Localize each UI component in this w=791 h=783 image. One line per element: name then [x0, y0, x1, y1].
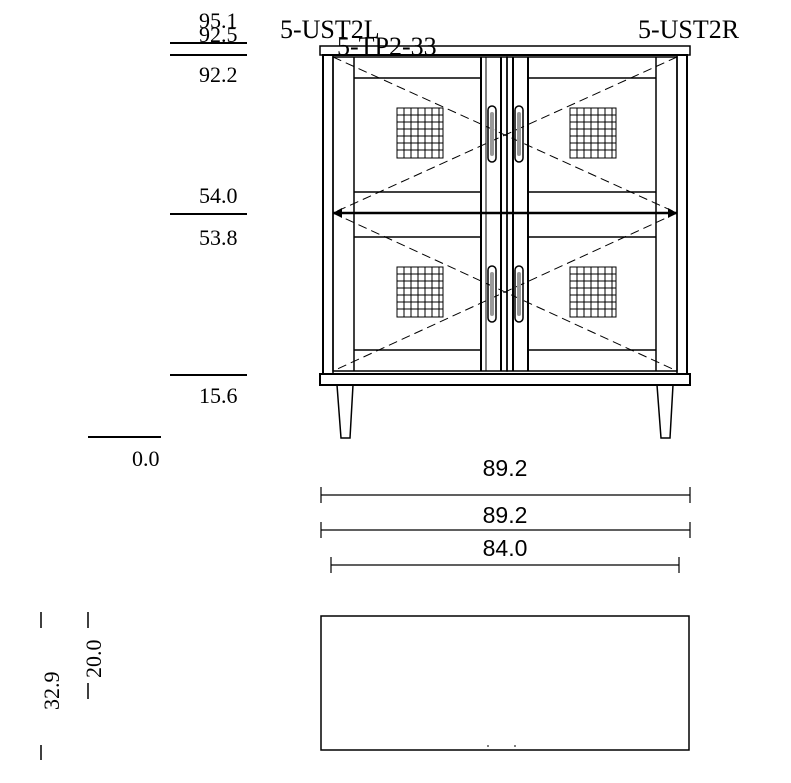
height-label-0-0: 0.0 [132, 446, 160, 471]
door-handles [487, 105, 524, 323]
width-label-top: 89.2 [483, 455, 528, 481]
code-label-left: 5-UST2L [280, 15, 380, 44]
mesh-panel-top-left [396, 107, 444, 159]
height-label-53-8: 53.8 [199, 225, 238, 250]
depth-label-overall: 32.9 [39, 672, 64, 711]
height-label-54-0: 54.0 [199, 183, 238, 208]
cabinet-plan-view [320, 615, 690, 751]
code-label-right: 5-UST2R [638, 15, 740, 44]
right-leg [656, 384, 674, 439]
height-label-15-6: 15.6 [199, 383, 238, 408]
depth-dimensions: 32.9 20.0 [39, 612, 106, 760]
left-side-post [322, 54, 334, 375]
height-scale: 95.1 92.5 92.2 54.0 53.8 15.6 0.0 [88, 8, 247, 471]
width-dim-overall-label: 89.2 [483, 502, 528, 528]
cabinet-body [322, 54, 688, 375]
height-label-92-5: 92.5 [199, 22, 238, 47]
left-leg [336, 384, 354, 439]
cabinet-base-board [319, 373, 691, 386]
cabinet-front-view [319, 45, 691, 439]
depth-label-inner: 20.0 [81, 640, 106, 679]
height-label-95-1: 95.1 [199, 8, 238, 33]
mesh-panel-bottom-right [569, 266, 617, 318]
mesh-panel-top-right [569, 107, 617, 159]
height-label-92-2: 92.2 [199, 62, 238, 87]
width-dimensions: 89.2 89.2 84.0 [320, 455, 691, 573]
glass-diagonals [332, 56, 678, 372]
width-dim-inner-label: 84.0 [483, 535, 528, 561]
right-side-post [676, 54, 688, 375]
mesh-panel-bottom-left [396, 266, 444, 318]
